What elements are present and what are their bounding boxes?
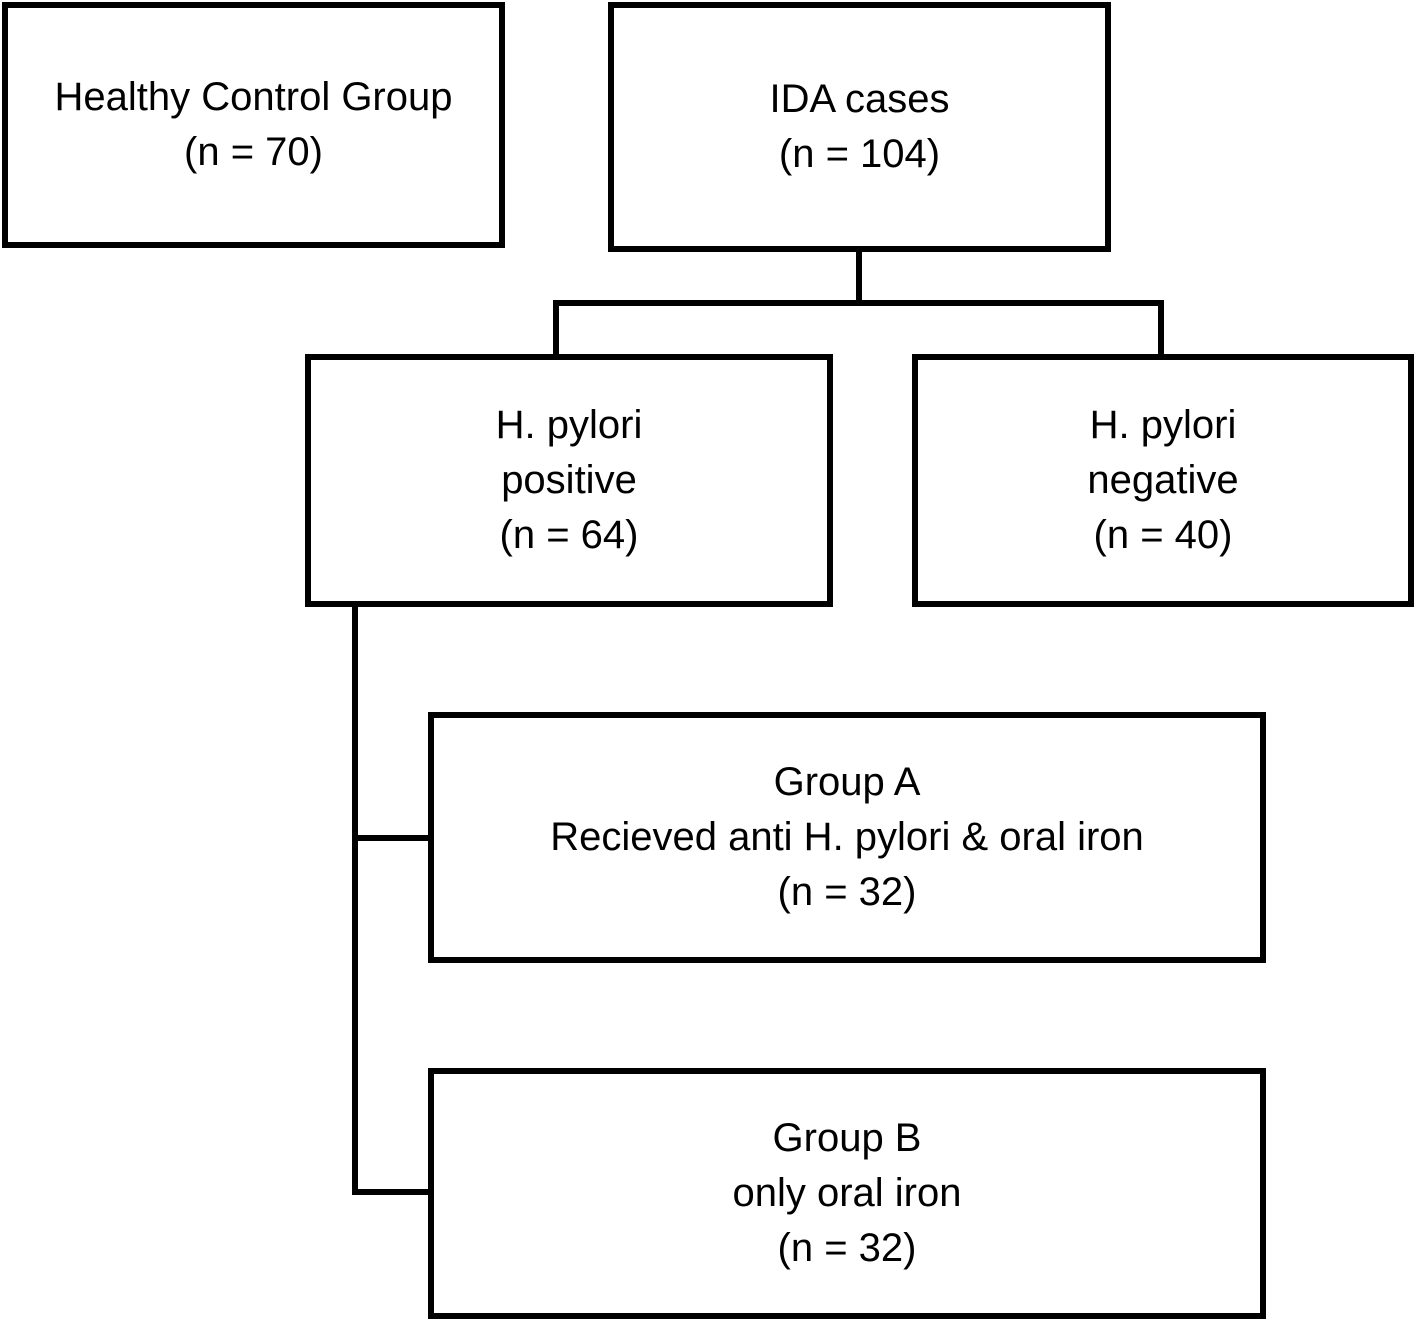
connector-positive-trunk (352, 607, 358, 1195)
node-count: (n = 32) (777, 870, 917, 914)
node-count: (n = 40) (1093, 513, 1233, 557)
node-count: (n = 64) (499, 513, 639, 557)
node-title: Healthy Control Group (54, 75, 453, 119)
node-title: H. pylori (495, 403, 643, 447)
node-count: (n = 70) (184, 130, 323, 174)
node-title: H. pylori (1089, 403, 1237, 447)
node-title: Group A (773, 760, 921, 804)
node-subtitle: negative (1087, 458, 1239, 502)
node-subtitle: only oral iron (732, 1171, 962, 1215)
node-ida-cases: IDA cases (n = 104) (608, 2, 1111, 252)
node-group-b: Group B only oral iron (n = 32) (428, 1068, 1266, 1319)
connector-split-to-positive (553, 300, 559, 354)
node-title: IDA cases (769, 77, 950, 121)
node-count: (n = 104) (778, 132, 941, 176)
node-healthy-control-group: Healthy Control Group (n = 70) (2, 2, 505, 248)
node-h-pylori-positive: H. pylori positive (n = 64) (305, 354, 833, 607)
node-subtitle: Recieved anti H. pylori & oral iron (550, 815, 1144, 859)
connector-split-to-negative (1158, 300, 1164, 354)
node-title: Group B (772, 1116, 922, 1160)
connector-ida-to-split (856, 252, 862, 305)
connector-trunk-to-group-a (352, 835, 428, 841)
node-count: (n = 32) (777, 1226, 917, 1270)
node-group-a: Group A Recieved anti H. pylori & oral i… (428, 712, 1266, 963)
connector-split-horizontal (553, 300, 1164, 306)
node-h-pylori-negative: H. pylori negative (n = 40) (912, 354, 1414, 607)
connector-trunk-to-group-b (352, 1189, 428, 1195)
node-subtitle: positive (501, 458, 637, 502)
